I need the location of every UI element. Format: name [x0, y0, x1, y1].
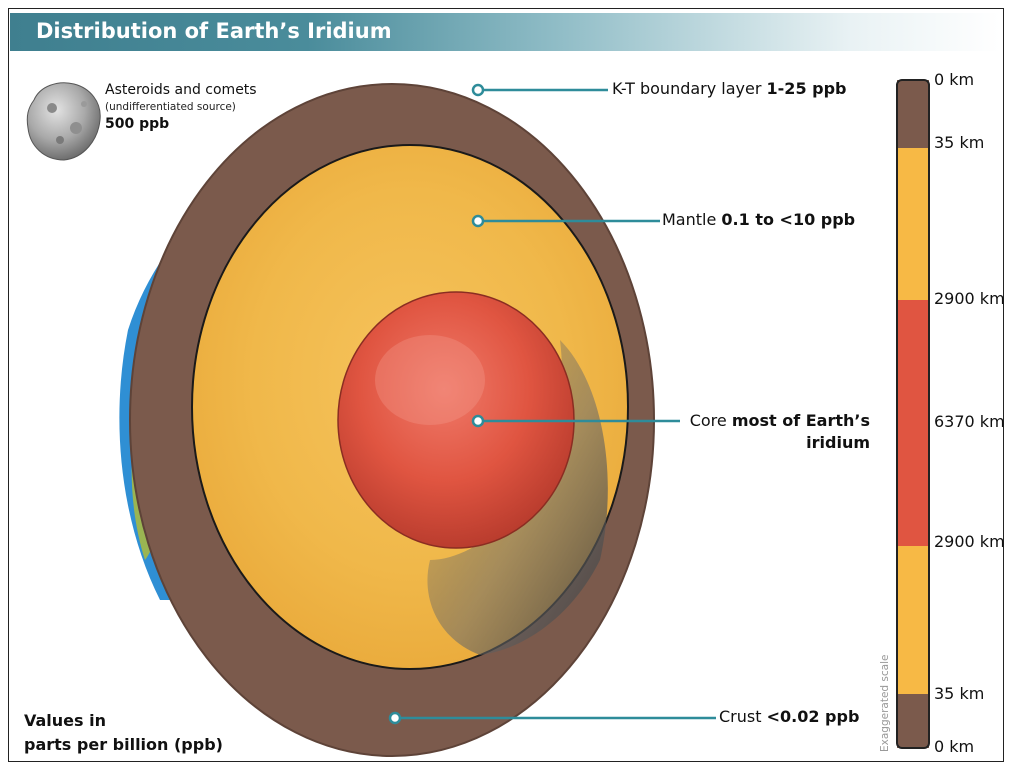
kt-value: 1-25 ppb: [767, 79, 847, 98]
scale-tick-3: 6370 km: [934, 412, 1005, 431]
depth-scale-bar: [897, 80, 929, 748]
crust-leader-dot: [390, 713, 400, 723]
asteroids-note: (undifferentiated source): [105, 101, 236, 113]
core-leader-dot: [473, 416, 483, 426]
scale-core: [897, 300, 929, 546]
scale-mantle-top: [897, 148, 929, 300]
asteroid-icon: [27, 83, 100, 160]
scale-tick-0: 0 km: [934, 70, 974, 89]
mantle-label-text: Mantle: [662, 210, 716, 229]
core-label-text: Core: [690, 411, 727, 430]
scale-crust-bottom: [897, 694, 929, 748]
kt-leader-dot: [473, 85, 483, 95]
asteroids-label: Asteroids and comets: [105, 82, 257, 98]
scale-tick-4: 2900 km: [934, 532, 1005, 551]
values-note-line1: Values in: [24, 709, 223, 733]
core-value-line2: iridium: [806, 433, 870, 452]
crust-label: Crust <0.02 ppb: [719, 707, 859, 726]
crust-label-text: Crust: [719, 707, 762, 726]
core-label: Core most of Earth’s iridium: [684, 410, 870, 454]
mantle-leader-dot: [473, 216, 483, 226]
scale-mantle-bottom: [897, 546, 929, 694]
values-note-line2: parts per billion (ppb): [24, 733, 223, 757]
exaggerated-scale-note: Exaggerated scale: [879, 655, 891, 752]
scale-tick-1: 35 km: [934, 133, 984, 152]
scale-tick-2: 2900 km: [934, 289, 1005, 308]
scale-crust-top: [897, 80, 929, 148]
asteroids-value: 500 ppb: [105, 116, 169, 132]
scale-tick-6: 0 km: [934, 737, 974, 756]
kt-label-text: K-T boundary layer: [612, 79, 761, 98]
mantle-label: Mantle 0.1 to <10 ppb: [662, 210, 855, 229]
scale-tick-5: 35 km: [934, 684, 984, 703]
kt-boundary-label: K-T boundary layer 1-25 ppb: [612, 79, 847, 98]
mantle-value: 0.1 to <10 ppb: [721, 210, 855, 229]
core-value-line1: most of Earth’s: [732, 411, 870, 430]
crust-value: <0.02 ppb: [767, 707, 860, 726]
values-note: Values in parts per billion (ppb): [24, 709, 223, 757]
